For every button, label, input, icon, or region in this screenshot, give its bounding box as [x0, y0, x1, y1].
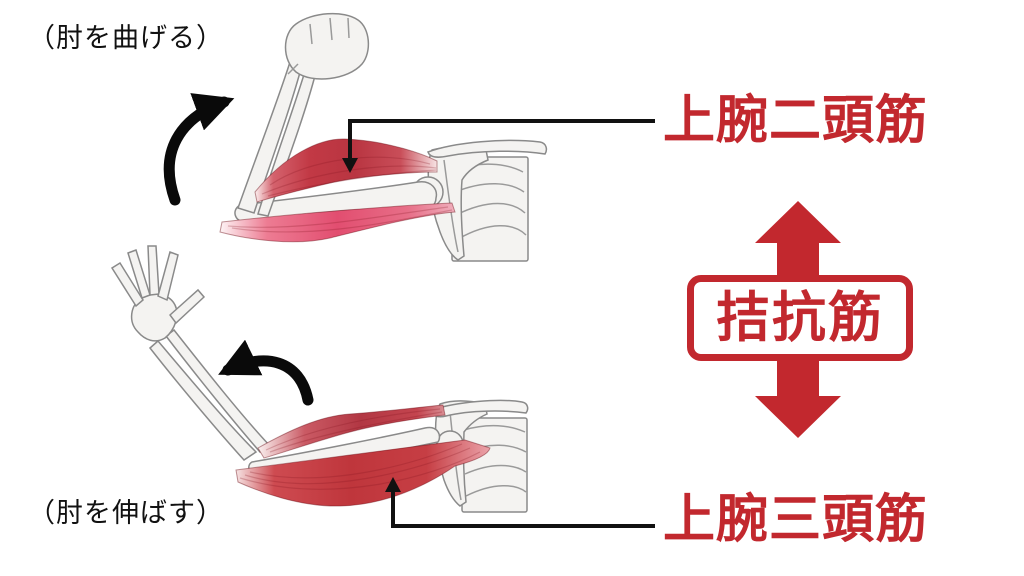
flexion-arrow-icon: [163, 93, 235, 206]
biceps-muscle: [254, 138, 438, 203]
extension-arrow-icon: [218, 339, 314, 406]
ribcage: [461, 417, 528, 513]
antagonist-label: 拮抗筋: [716, 288, 884, 348]
forearm-bones: [148, 328, 272, 461]
triceps-muscle: [235, 439, 491, 507]
caption-bend-elbow: （肘を曲げる）: [28, 23, 224, 53]
biceps-leader-line: [342, 119, 655, 173]
relaxed-biceps-muscle: [257, 404, 446, 459]
flexed-arm-illustration: [163, 12, 655, 262]
label-biceps: 上腕二頭筋: [663, 92, 929, 150]
extended-arm-illustration: [110, 245, 655, 528]
ribcage: [451, 156, 529, 262]
triceps-leader-line: [385, 477, 655, 528]
antagonist-box: 拮抗筋: [687, 275, 913, 361]
fist: [284, 12, 370, 80]
caption-extend-elbow: （肘を伸ばす）: [28, 498, 224, 528]
relaxed-triceps-muscle: [219, 202, 456, 243]
open-hand: [110, 245, 206, 342]
clavicle: [431, 399, 529, 418]
clavicle: [427, 139, 548, 158]
label-triceps: 上腕三頭筋: [663, 491, 929, 549]
